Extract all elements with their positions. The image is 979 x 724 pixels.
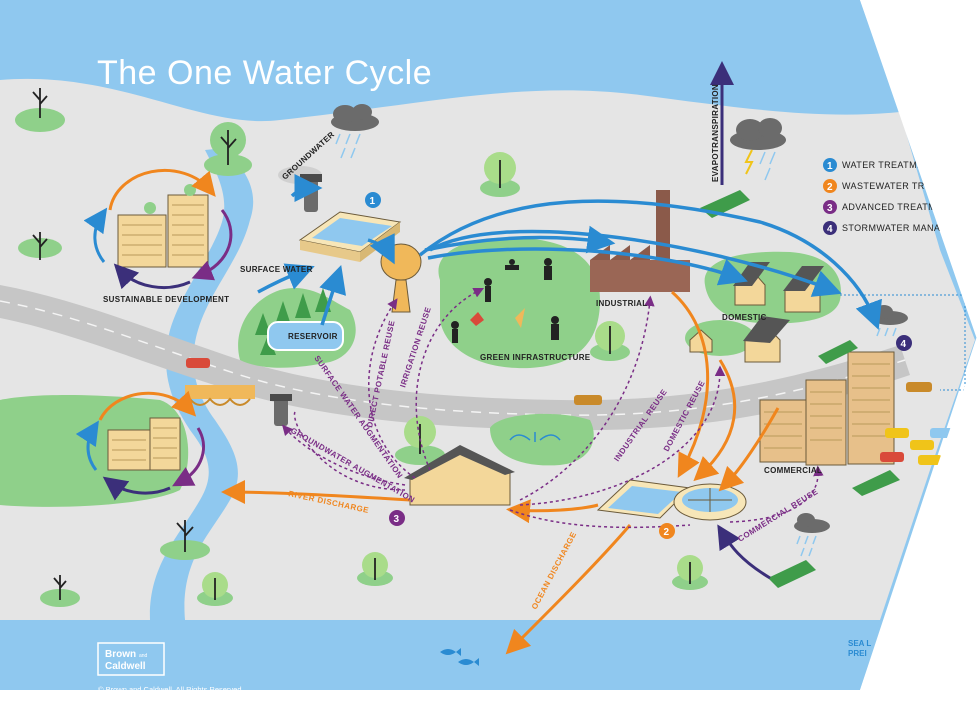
copyright: © Brown and Caldwell. All Rights Reserve…: [98, 685, 244, 694]
commercial-label: COMMERCIAL: [764, 466, 822, 475]
svg-text:Brown: Brown: [105, 649, 136, 660]
commercial-buildings: [759, 351, 954, 466]
marker-4: 4: [896, 335, 912, 351]
stormwater-indigo-flows: [717, 524, 771, 580]
wastewater-flows: [221, 290, 780, 655]
svg-text:STORMWATER MANAGEMENT: STORMWATER MANAGEMENT: [842, 223, 979, 233]
cars: [186, 358, 932, 405]
cloud-icon: [331, 104, 379, 159]
water-treatment-flows: [257, 174, 882, 330]
domestic-label: DOMESTIC: [722, 313, 767, 322]
svg-text:ADVANCED TREATMENT: ADVANCED TREATMENT: [842, 202, 955, 212]
marker-1: 1: [365, 192, 381, 208]
evapotranspiration-arrow: EVAPOTRANSPIRATION: [710, 61, 734, 185]
svg-text:WASTEWATER TREATMENT: WASTEWATER TREATMENT: [842, 181, 970, 191]
legend-item-water-treatment: 1 WATER TREATMENT: [823, 158, 936, 172]
industrial-label: INDUSTRIAL: [596, 299, 647, 308]
svg-text:1: 1: [370, 196, 376, 207]
stormwater-flows: [840, 294, 966, 391]
legend-item-stormwater-management: 4 STORMWATER MANAGEMENT: [823, 221, 979, 235]
svg-text:3: 3: [827, 203, 833, 214]
bridge: [185, 385, 255, 406]
svg-text:WATER TREATMENT: WATER TREATMENT: [842, 160, 936, 170]
svg-text:Caldwell: Caldwell: [105, 661, 146, 672]
evapotranspiration-label: EVAPOTRANSPIRATION: [711, 84, 720, 182]
svg-text:2: 2: [664, 527, 670, 538]
legend-item-advanced-treatment: 3 ADVANCED TREATMENT: [823, 200, 955, 214]
svg-text:4: 4: [901, 339, 907, 350]
reservoir: [267, 321, 344, 351]
sustainable-development-label: SUSTAINABLE DEVELOPMENT: [103, 295, 229, 304]
sea-label-line2: PREI: [848, 649, 867, 658]
sustainable-cycle-bottom: [75, 390, 206, 501]
page-title: The One Water Cycle: [97, 54, 432, 92]
marker-3: 3: [389, 510, 405, 526]
reservoir-label: RESERVOIR: [288, 332, 338, 341]
svg-text:4: 4: [827, 224, 833, 235]
advanced-treatment-building: [404, 445, 515, 506]
people-silhouettes: [451, 258, 559, 343]
svg-text:and: and: [139, 653, 148, 659]
reuse-flows: [282, 287, 824, 529]
legend: 1 WATER TREATMENT 2 WASTEWATER TREATMENT…: [823, 158, 979, 235]
green-infrastructure-label: GREEN INFRASTRUCTURE: [480, 353, 591, 362]
svg-text:3: 3: [394, 514, 400, 525]
right-edge-mask: [860, 0, 979, 724]
marker-2: 2: [659, 523, 675, 539]
wastewater-treatment-plant: [596, 479, 747, 521]
svg-text:1: 1: [827, 161, 833, 172]
storm-cloud-icon: [730, 118, 786, 181]
legend-item-wastewater-treatment: 2 WASTEWATER TREATMENT: [823, 179, 970, 193]
sustainable-building-bottom: [107, 407, 181, 471]
sea-label-line1: SEA L: [848, 639, 871, 648]
surface-water-label: SURFACE WATER: [240, 265, 313, 274]
fish: [440, 648, 479, 666]
fountain: [509, 432, 561, 442]
svg-text:2: 2: [827, 182, 833, 193]
sustainable-cycle-top: [83, 168, 233, 290]
brown-and-caldwell-logo: Brown and Caldwell: [97, 642, 165, 676]
